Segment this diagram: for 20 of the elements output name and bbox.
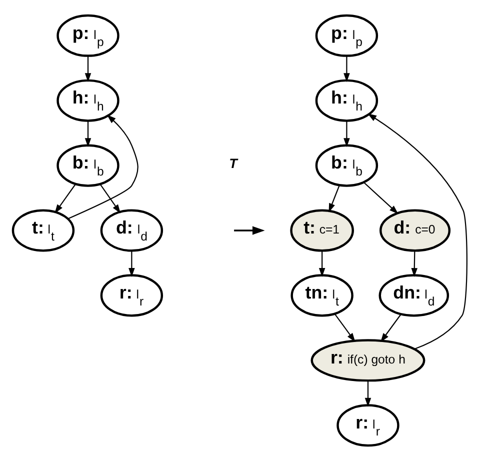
arrow: [100, 184, 121, 214]
arrow: [344, 120, 350, 148]
arrow: [334, 314, 356, 342]
arrow: [364, 182, 398, 214]
arrow: [364, 380, 372, 407]
label: T: [229, 156, 238, 171]
arrow: [128, 250, 135, 277]
node-ellipse: r: if(c) goto h: [310, 339, 426, 382]
arrow: [380, 314, 402, 342]
arrow: [368, 114, 468, 350]
node-ellipse: d: c=0: [380, 209, 451, 252]
arrow: [84, 120, 92, 148]
arrow: [344, 56, 350, 82]
arrow: [84, 56, 92, 82]
arrow: [54, 184, 76, 214]
arrow: [318, 250, 326, 277]
arrow: [328, 184, 340, 212]
node-ellipse: t: c=1: [290, 209, 354, 252]
arrow: [411, 250, 418, 277]
arrow: [68, 114, 138, 220]
